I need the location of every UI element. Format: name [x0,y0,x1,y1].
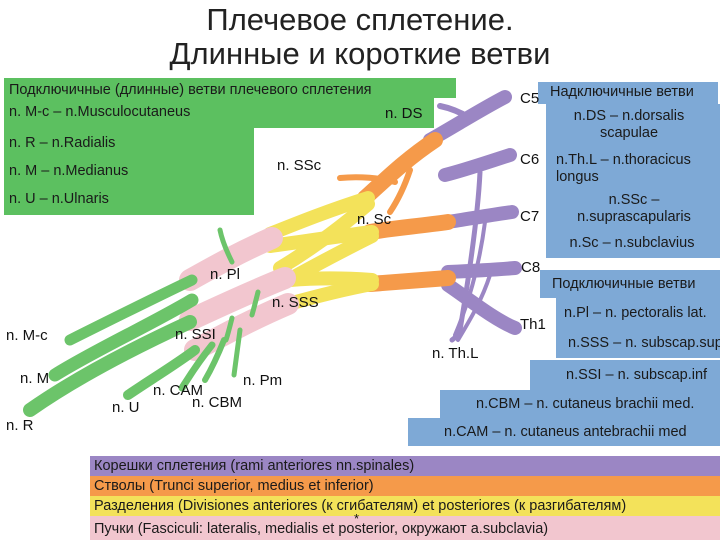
root-th1-nerve [448,285,515,328]
legend-roots-text: Корешки сплетения (rami anteriores nn.sp… [94,458,414,474]
label-u: n. U [112,399,140,416]
long-branches-u-box: n. U – n.Ulnaris [4,187,254,215]
infra-cam-box: n.CAM – n. cutaneus antebrachii med [408,418,720,446]
label-thl: n. Th.L [432,345,478,362]
infra-cam-label: n.CAM – n. cutaneus antebrachii med [444,424,687,440]
supra-thl-label: n.Th.L – n.thoracicus longus [556,152,716,186]
label-pm: n. Pm [243,372,282,389]
label-mc: n. M-c [6,327,48,344]
infra-pl-box: n.Pl – n. pectoralis lat. [556,298,720,330]
legend-roots: Корешки сплетения (rami anteriores nn.sp… [90,456,720,476]
root-c6-label: C6 [520,151,539,168]
infra-heading: Подключичные ветви [552,276,695,292]
label-r: n. R [6,417,34,434]
ssc-nerve [340,177,395,182]
supra-list-box: n.DS – n.dorsalis scapulae n.Th.L – n.th… [546,104,720,258]
long-branches-r-box: n. R – n.Radialis [4,128,254,158]
legend-divisions: Разделения (Divisiones anteriores (к сги… [90,496,720,516]
legend-divisions-text: Разделения (Divisiones anteriores (к сги… [94,498,626,514]
supra-heading: Надключичные ветви [550,84,694,100]
label-m: n. M [20,370,49,387]
legend-trunks-text: Стволы (Trunci superior, medius et infer… [94,478,374,494]
supra-ds-label: n.DS – n.dorsalis scapulae [554,108,704,142]
infra-cbm-label: n.CBM – n. cutaneus brachii med. [476,396,694,412]
root-c5-label: C5 [520,90,539,107]
supra-sc-label: n.Sc – n.subclavius [546,235,720,252]
root-c7-label: C7 [520,208,539,225]
trunk-inferior [370,278,448,284]
legend-cords: Пучки (Fasciculi: lateralis, medialis et… [90,516,720,540]
label-pl: n. Pl [210,266,240,283]
root-th1-label: Th1 [520,316,546,333]
root-c8-nerve [448,268,515,272]
label-sss: n. SSS [272,294,319,311]
legend-asterisk: * [354,510,359,527]
long-branches-heading-box: Подключичные (длинные) ветви плечевого с… [4,78,456,98]
supra-ssc-label: n.SSc – n.suprascapularis [554,192,714,226]
infra-sss-box: n.SSS – n. subscap.sup [556,330,720,358]
label-sc: n. Sc [357,211,391,228]
label-ds: n. DS [385,105,423,122]
infra-ssi-box: n.SSI – n. subscap.inf [530,360,720,390]
musculocutaneus-label: n. M-c – n.Musculocutaneus [9,104,190,120]
infra-ssi-label: n.SSI – n. subscap.inf [566,367,707,383]
label-ssc: n. SSc [277,157,321,174]
root-c8-label: C8 [521,259,540,276]
infra-sss-label: n.SSS – n. subscap.sup [568,335,720,351]
legend-trunks: Стволы (Trunci superior, medius et infer… [90,476,720,496]
long-branches-mc-box: n. M-c – n.Musculocutaneus [4,98,434,128]
legend-cords-text: Пучки (Fasciculi: lateralis, medialis et… [94,521,548,537]
infra-heading-box: Подключичные ветви [540,270,720,298]
label-ssi: n. SSI [175,326,216,343]
long-branches-heading: Подключичные (длинные) ветви плечевого с… [9,82,372,98]
division-inf-post [290,279,372,281]
root-c7-nerve [448,212,512,222]
radialis-label: n. R – n.Radialis [9,135,115,151]
long-branches-m-box: n. M – n.Medianus [4,158,254,187]
medianus-label: n. M – n.Medianus [9,163,128,179]
label-cbm: n. CBM [192,394,242,411]
infra-pl-label: n.Pl – n. pectoralis lat. [564,305,707,321]
supra-heading-box: Надключичные ветви [538,82,718,104]
infra-cbm-box: n.CBM – n. cutaneus brachii med. [440,390,720,418]
thl-branch [452,172,480,340]
ulnaris-label: n. U – n.Ulnaris [9,191,109,207]
